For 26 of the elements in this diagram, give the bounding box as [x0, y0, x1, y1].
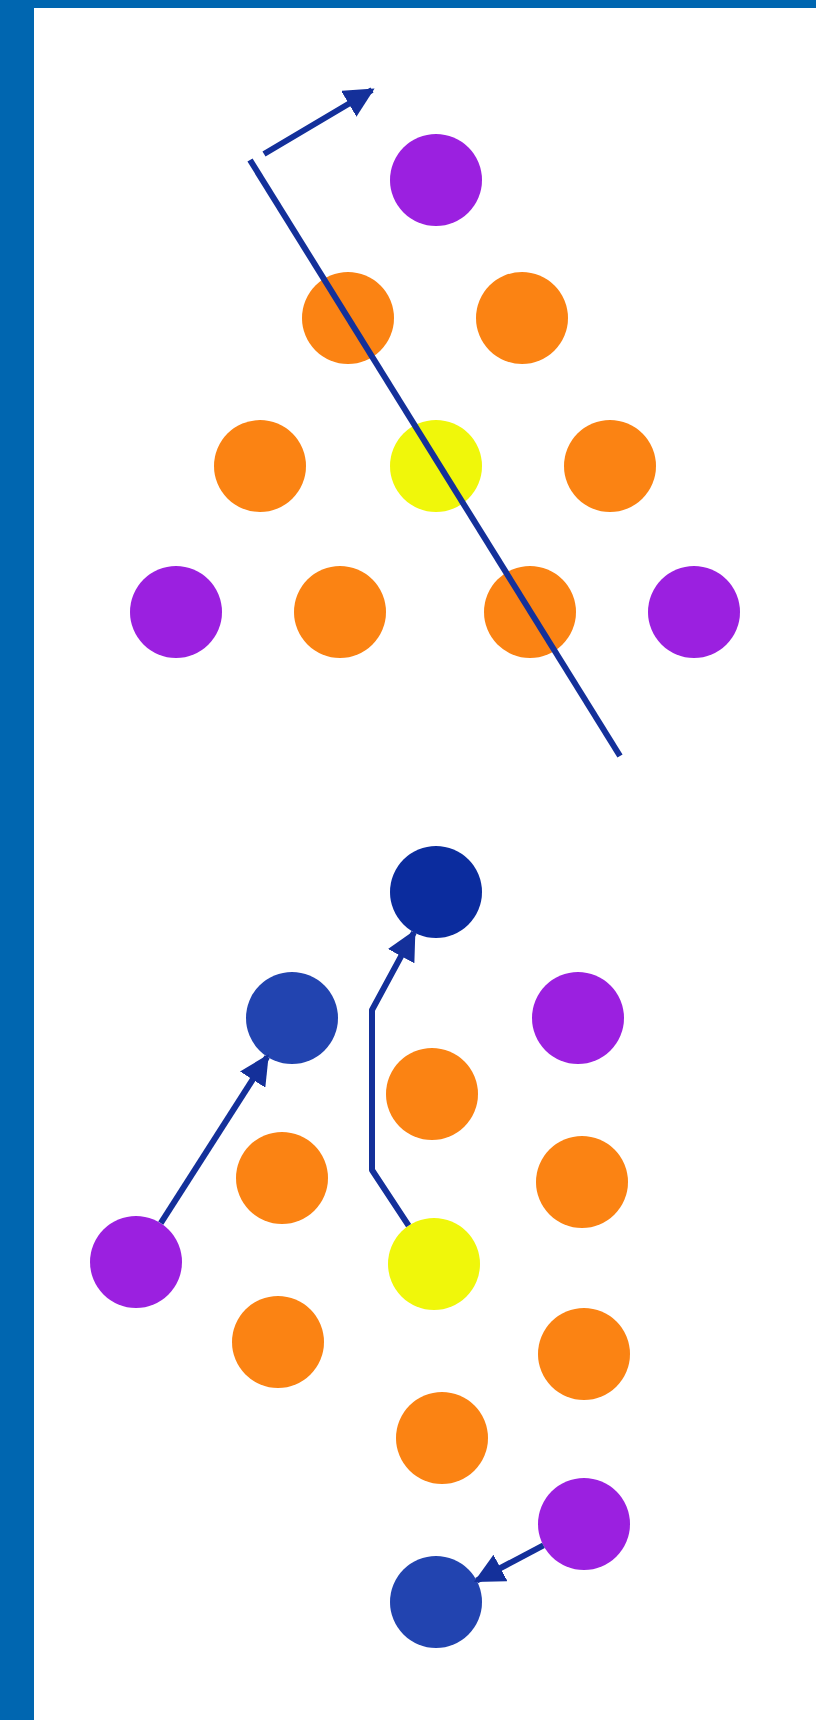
circle	[386, 1048, 478, 1140]
circle	[538, 1478, 630, 1570]
circle	[294, 566, 386, 658]
circle	[532, 972, 624, 1064]
circle	[648, 566, 740, 658]
circle	[130, 566, 222, 658]
circle	[476, 272, 568, 364]
circle	[390, 134, 482, 226]
circle	[396, 1392, 488, 1484]
circle	[236, 1132, 328, 1224]
circle	[246, 972, 338, 1064]
circle	[390, 1556, 482, 1648]
circle	[388, 1218, 480, 1310]
arrow	[158, 1054, 270, 1225]
circle	[484, 566, 576, 658]
circle	[302, 272, 394, 364]
arrow	[369, 929, 417, 1228]
circle	[390, 420, 482, 512]
circle	[90, 1216, 182, 1308]
circle	[564, 420, 656, 512]
circle	[214, 420, 306, 512]
circle	[390, 846, 482, 938]
arrow	[473, 1542, 545, 1584]
circle	[232, 1296, 324, 1388]
circle	[538, 1308, 630, 1400]
circle	[536, 1136, 628, 1228]
